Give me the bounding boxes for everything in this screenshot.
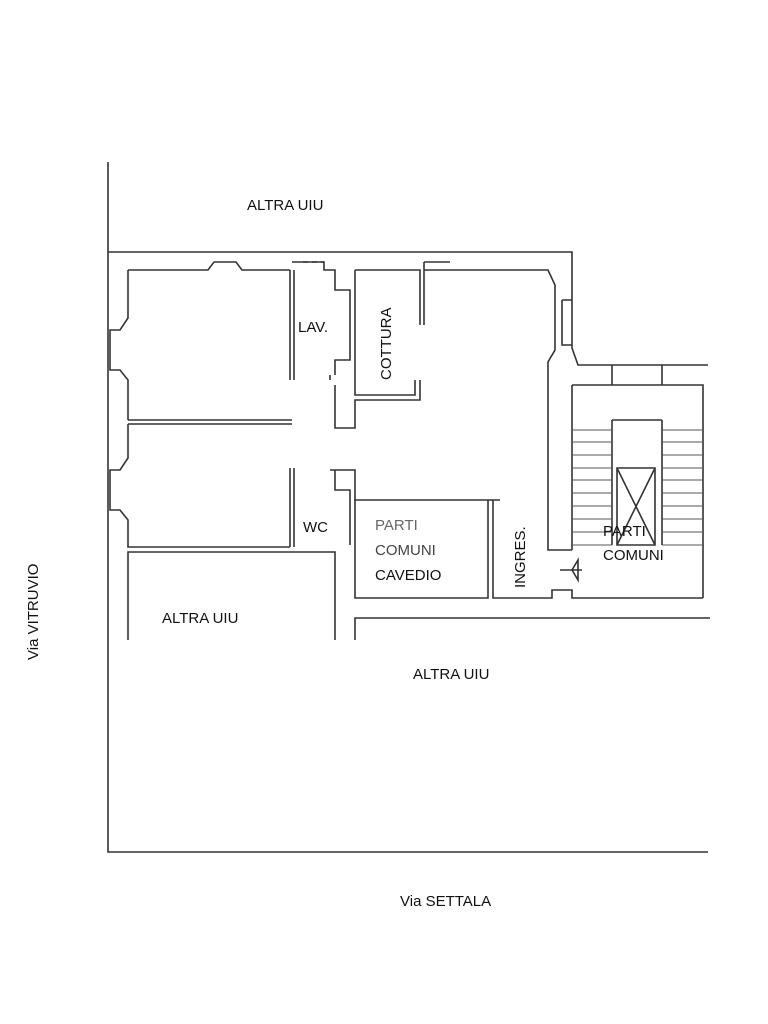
stairwell: [560, 365, 704, 598]
stair-treads: [572, 429, 703, 546]
label-left-neighbor: ALTRA UIU: [162, 610, 238, 627]
label-bottom-neighbor: ALTRA UIU: [413, 666, 489, 683]
label-stairwell-2: COMUNI: [603, 547, 664, 564]
label-wc: WC: [303, 519, 328, 536]
label-courtyard-1: PARTI: [375, 517, 418, 534]
left-neighbor-outline: [127, 551, 336, 640]
bottom-neighbor-outline: [354, 617, 710, 640]
site-boundary: [107, 162, 708, 853]
label-courtyard-3: CAVEDIO: [375, 567, 441, 584]
label-stairwell-1: PARTI: [603, 523, 646, 540]
street-west: Via VITRUVIO: [25, 564, 42, 660]
entrance-door-symbol: [560, 557, 582, 583]
street-south: Via SETTALA: [400, 893, 491, 910]
label-kitchen: COTTURA: [378, 308, 395, 381]
label-laundry: LAV.: [298, 319, 328, 336]
label-courtyard-2: COMUNI: [375, 542, 436, 559]
label-entrance: INGRES.: [512, 526, 529, 588]
apartment-walls: [109, 261, 703, 599]
elevator-shaft: [616, 467, 656, 546]
label-top-neighbor: ALTRA UIU: [247, 197, 323, 214]
